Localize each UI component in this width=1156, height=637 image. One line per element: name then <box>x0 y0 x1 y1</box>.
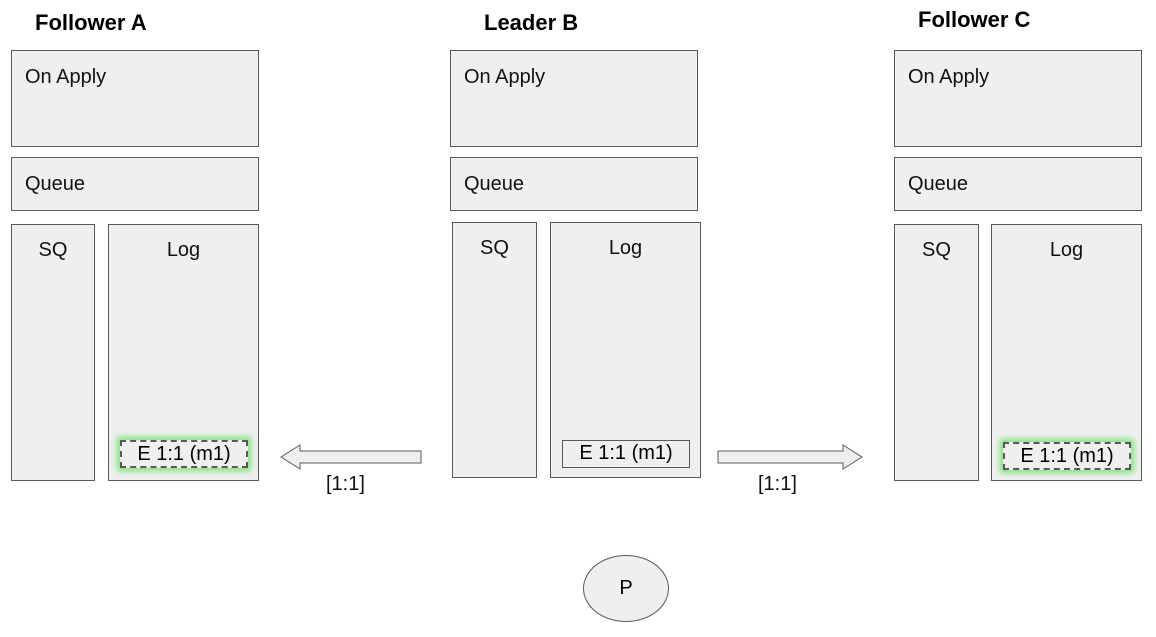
follower-c-on-apply-box: On Apply <box>894 50 1142 147</box>
leader-b-title: Leader B <box>484 10 579 35</box>
leader-b-log-entry: E 1:1 (m1) <box>562 440 690 468</box>
leader-b-log-label: Log <box>608 237 643 259</box>
follower-c-log-box: Log <box>991 224 1142 481</box>
process-node: P <box>583 555 669 622</box>
follower-a-sq-box: SQ <box>11 224 95 481</box>
follower-c-title: Follower C <box>918 7 1031 32</box>
follower-a-queue-box: Queue <box>11 157 259 211</box>
follower-a-log-box: Log <box>108 224 259 481</box>
follower-c-on-apply-label: On Apply <box>908 66 990 88</box>
follower-a-log-label: Log <box>166 239 201 261</box>
follower-a-log-entry: E 1:1 (m1) <box>120 440 248 468</box>
follower-a-queue-label: Queue <box>25 173 86 195</box>
leader-b-queue-box: Queue <box>450 157 698 211</box>
follower-c-queue-box: Queue <box>894 157 1142 211</box>
follower-a-on-apply-box: On Apply <box>11 50 259 147</box>
leader-b-sq-label: SQ <box>480 237 509 259</box>
arrow-left-shape <box>280 444 422 470</box>
message-label-to-follower-a: [1:1] <box>326 473 365 495</box>
follower-a-sq-label: SQ <box>38 239 68 261</box>
message-label-to-follower-c: [1:1] <box>758 473 797 495</box>
follower-a-title: Follower A <box>35 10 147 35</box>
arrow-to-follower-a <box>280 444 422 470</box>
follower-c-log-label: Log <box>1049 239 1084 261</box>
follower-c-log-entry: E 1:1 (m1) <box>1003 442 1131 470</box>
leader-b-queue-label: Queue <box>464 173 525 195</box>
arrow-to-follower-c <box>717 444 863 470</box>
leader-b-on-apply-box: On Apply <box>450 50 698 147</box>
leader-b-log-box: Log <box>550 222 701 478</box>
follower-c-sq-box: SQ <box>894 224 979 481</box>
follower-a-on-apply-label: On Apply <box>25 66 107 88</box>
leader-b-on-apply-label: On Apply <box>464 66 546 88</box>
leader-b-sq-box: SQ <box>452 222 537 478</box>
arrow-right-shape <box>717 444 863 470</box>
follower-c-sq-label: SQ <box>922 239 951 261</box>
process-label: P <box>619 577 633 599</box>
follower-c-queue-label: Queue <box>908 173 969 195</box>
